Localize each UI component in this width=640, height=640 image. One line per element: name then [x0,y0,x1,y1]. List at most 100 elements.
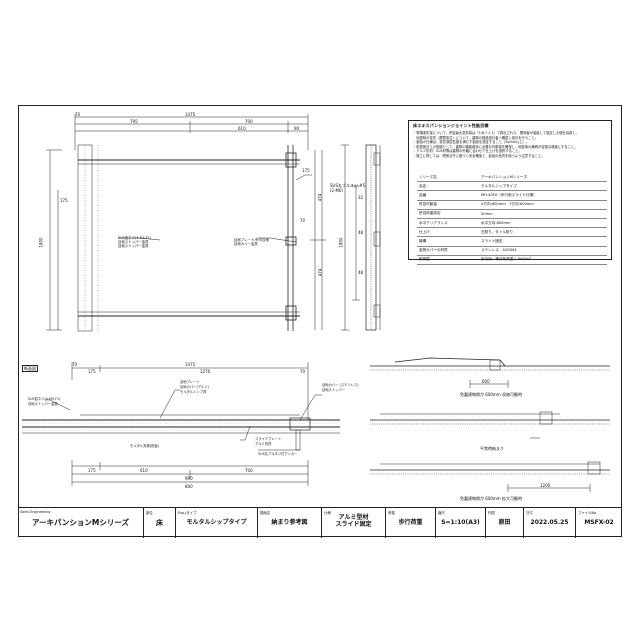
tb-type: Exp.Jタイプ モルタルシップタイプ [176,508,258,538]
tb-load: 荷重 歩行荷重 [386,508,436,538]
plan-dim-top-6: 90 [294,126,300,131]
vertical-section [341,144,381,331]
tb-date-value: 2022.05.25 [530,519,569,526]
bsection-label-a: モルタル充填(別途) [130,444,159,448]
table-row: 水平クリアランス水平方向:600mm [417,218,607,229]
spec-value: 石貼り，タイル貼り [479,227,607,238]
tb-type-label: Exp.Jタイプ [178,511,197,515]
vsection-dim-2: 48 [358,230,364,235]
plan-dim-top-2: 795 [130,119,138,124]
tb-drawing-value: 納まり参考図 [271,519,308,526]
tb-load-value: 歩行荷重 [398,519,423,526]
tb-file: ファイルNo. MSFX-02 [576,508,622,538]
bsection-note-right-4: アルミ形材 [255,442,272,446]
plan-dim-right-4: 474 [317,268,323,277]
spec-key: 水平クリアランス [417,218,479,229]
plan-label-center-left: SUS皿ネジ(4-M5,F1) 目地ストッパー金具 目地ストッパー金具 [118,236,152,249]
bsection-note-right-3: スライドプレート [255,437,282,441]
tb-author-value: 原田 [498,519,511,526]
plan-dim-right-1: 175 [302,168,310,173]
table-row: 品名モルタルシップタイプ [417,181,607,192]
tb-spec-value: アルミ型材 スライド固定 [335,514,372,528]
tb-series-value: アーキパンションMシリーズ [31,518,129,527]
spec-note: ・製品の仕様は、変形追従性能を満たす製品を選定すること（50mm以上）。 [413,140,530,145]
table-row: シリーズ名アーキパンションMシリーズ [417,173,607,183]
spec-key: 仕上げ [417,227,479,238]
bsection-note-left-2: 目地ストッパー金具 [28,402,58,406]
detail-strips [370,357,610,492]
spec-key: 機構 [417,236,479,247]
table-row: 耐荷重歩行用：等分布荷重 1.8kN/m² [417,255,607,265]
tb-drawing-label: 図面名 [260,511,271,515]
spec-note: ・現場変形量について、許容最大変形量は「1/6.7.1.1」で算出された、関係者… [413,131,580,135]
detail-2-caption: 平常時納まり [480,446,504,451]
bsection-note-left-5: モルタルシップ材 [180,390,207,394]
plan-label-center-right: 目地プレート/外の目地 目地カバー金具 [234,238,270,247]
plan-dim-top-1: 70 [75,112,81,117]
bsection-dim-bottom-4: 990 [185,476,193,481]
bsection-dim-bottom-3: 700 [245,468,253,473]
plan-dim-left-1: 175 [60,198,68,203]
tb-author-label: 作図 [488,511,495,515]
detail-3-dim: 1200 [540,483,551,488]
tb-part-value: 床 [156,519,163,527]
plan-note-1: SUS丸ブルネジ #5 (2-M6) [330,183,366,193]
bsection-note-left-4: 目地カバー(アルミ) [180,385,209,389]
tb-series: Sales Engineering アーキパンションMシリーズ [18,508,144,538]
plan-dim-top-3: 1475 [185,112,196,117]
bsection-dim-top-5: 70 [300,369,306,374]
vsection-dim-1: 32 [358,195,364,200]
tb-spec: 仕様 アルミ型材 スライド固定 [322,508,386,538]
spec-value: 歩行用：等分布荷重 1.8kN/m² [479,255,607,265]
tb-scale-value: S=1:10(A3) [441,519,480,526]
spec-value: 水平方向:600mm [479,218,607,229]
spec-note: ・アルミ形材、SUS材等は建物の外観に合わせて仕上げを選択すること。 [413,149,522,154]
bsection-dim-top-3: 1475 [185,362,196,367]
detail-1-dim: 600 [482,379,490,384]
section-tag: 断面図 [22,365,38,372]
tb-file-label: ファイルNo. [578,511,598,515]
bsection-dim-top-1: 70 [72,362,78,367]
spec-value: 50mm [479,209,607,219]
plan-dim-right-3: 474 [317,193,323,202]
plan-dim-right-2: 70 [300,218,306,223]
bsection-dim-bottom-2: 610 [140,468,148,473]
tb-part-label: 部位 [146,511,153,515]
performance-spec-box: 床エキスパンションジョイント性能目標 ・現場変形量について、許容最大変形量は「1… [408,120,612,265]
spec-key: 許容可動量 [417,200,479,210]
vsection-dim-3: 48 [358,270,364,275]
detail-1-caption: 免震建物側が 600mm 収縮可動時 [460,392,522,397]
tb-spec-label: 仕様 [324,511,331,515]
tb-type-value: モルタルシップタイプ [186,519,247,526]
tb-scale: 縮尺 S=1:10(A3) [436,508,486,538]
bsection-note-right-2: 目地ストッパー [322,388,346,392]
spec-note: 地震時の変形（層間変位）について、建物の構造設計者へ確認し設計を行うこと。 [413,135,539,140]
plan-dim-top-4: 700 [245,119,253,124]
vsection-dim-tall: 1800 [338,237,344,248]
spec-key: 金物カバーの材質 [417,246,479,256]
spec-value: スライド固定 [479,236,607,247]
spec-key: 品番 [417,190,479,201]
bsection-dim-top-4: 1270 [200,369,211,374]
spec-value: X方向:600mm Y方向:600mm [479,200,607,210]
plan-view [46,114,326,332]
spec-value: ステンレス SUS304 [479,246,607,256]
bsection-label-b: SUS丸ブルネジ付アンカー [258,452,298,456]
plan-dim-left-2: 1800 [38,237,44,248]
spec-note: ・施工に際しては、関係法令に基づく安全確保と、製品の品質を保つよう注意すること。 [413,153,545,158]
bsection-dim-bottom-5: 800 [185,484,193,489]
spec-title: 床エキスパンションジョイント性能目標 [413,123,489,128]
tb-date-label: 日付 [526,511,533,515]
table-row: 金物カバーの材質ステンレス SUS304 [417,246,607,256]
table-row: 機構スライド固定 [417,236,607,247]
tb-file-value: MSFX-02 [584,519,614,526]
plan-dim-top-5: 610 [238,126,246,131]
tb-company-label: Sales Engineering [20,510,51,514]
tb-load-label: 荷重 [388,511,395,515]
spec-note: ・耐震設計上の配慮として、建物の機能維持に必要な可動量を確保し、地震後の補修が容… [413,144,578,149]
spec-key: 許容荷重設定 [417,209,479,219]
